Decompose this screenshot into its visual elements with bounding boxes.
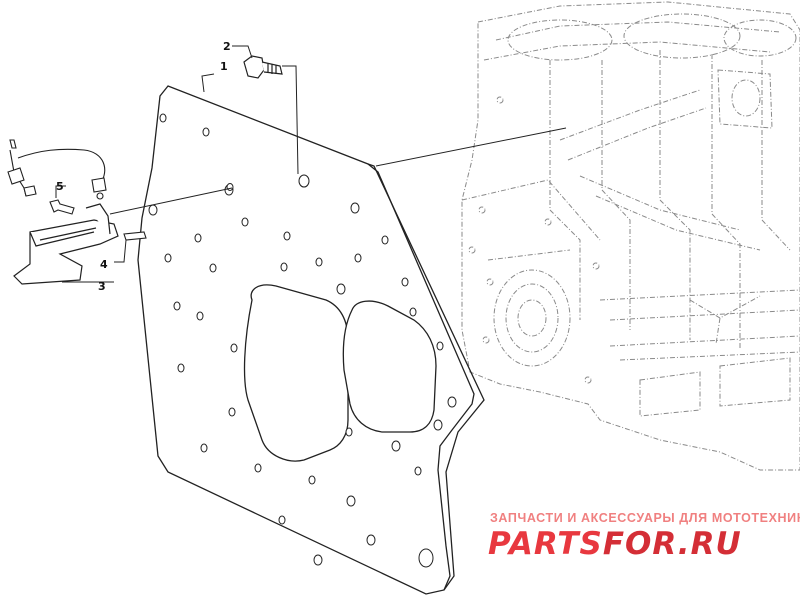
plate-opening-right <box>342 300 437 433</box>
callout-3: 3 <box>98 280 106 293</box>
watermark-logo-part2: FOR.RU <box>603 526 742 562</box>
callout-4: 4 <box>100 258 108 271</box>
screw <box>49 199 75 215</box>
sensor-bracket <box>13 203 119 285</box>
watermark-logo: PARTSFOR.RU <box>488 526 742 562</box>
plate-opening-left <box>243 284 349 462</box>
dowel-pin <box>123 231 147 241</box>
sensor-harness <box>7 139 107 200</box>
plate-edge <box>367 163 485 591</box>
callout-2: 2 <box>223 40 231 53</box>
plate-holes <box>148 113 457 568</box>
watermark: ЗАПЧАСТИ И АКСЕССУАРЫ ДЛЯ МОТОТЕХНИКИ PA… <box>488 511 800 562</box>
callout-1: 1 <box>220 60 228 73</box>
callout-5: 5 <box>56 180 64 193</box>
watermark-logo-part1: PARTS <box>488 526 603 562</box>
backing-plate <box>137 85 485 595</box>
engine-block <box>461 1 800 471</box>
bolt <box>243 55 283 79</box>
assembly-lines <box>55 45 567 283</box>
watermark-tagline: ЗАПЧАСТИ И АКСЕССУАРЫ ДЛЯ МОТОТЕХНИКИ <box>490 511 800 525</box>
